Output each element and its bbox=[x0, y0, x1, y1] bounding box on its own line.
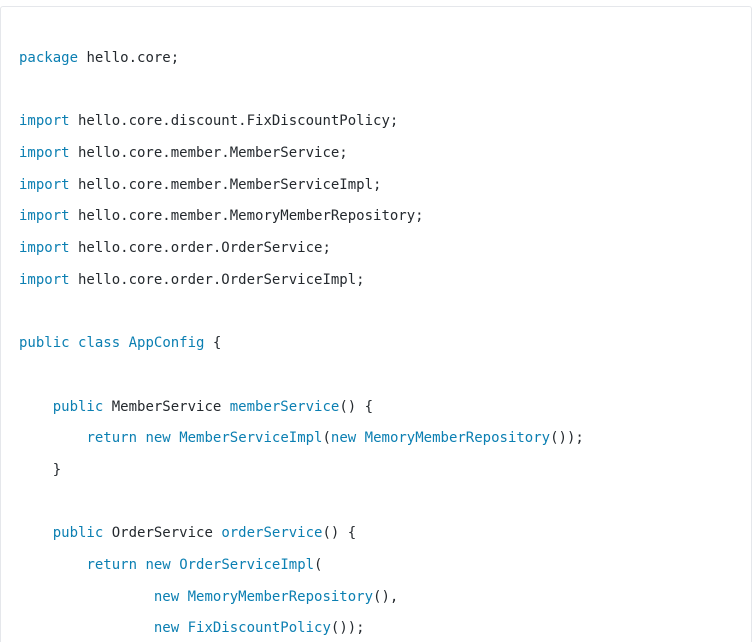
code-line: return new OrderServiceImpl( bbox=[19, 550, 584, 582]
code-token-func: orderService bbox=[221, 525, 323, 542]
code-token-keyword: new bbox=[330, 430, 357, 447]
code-line: ​ bbox=[19, 360, 584, 392]
code-token-text: hello.core.order.OrderService; bbox=[69, 240, 331, 257]
code-token-type: MemberServiceImpl bbox=[179, 430, 323, 447]
code-token-keyword: return bbox=[86, 557, 138, 573]
code-line: import hello.core.member.MemoryMemberRep… bbox=[19, 201, 584, 233]
code-line: package hello.core; bbox=[19, 43, 584, 75]
code-token-keyword: import bbox=[19, 113, 70, 130]
code-line: import hello.core.order.OrderService; bbox=[19, 233, 584, 265]
code-token-text: hello.core; bbox=[78, 50, 180, 66]
code-line: ​ bbox=[19, 75, 584, 107]
code-token-keyword: new bbox=[153, 620, 180, 637]
code-token-keyword: new bbox=[145, 557, 171, 573]
code-token-keyword: import bbox=[19, 240, 70, 257]
code-token-keyword: import bbox=[19, 208, 70, 225]
code-line: import hello.core.order.OrderServiceImpl… bbox=[19, 265, 584, 297]
code-token-text: } bbox=[19, 461, 62, 478]
code-token-text bbox=[171, 557, 179, 573]
code-token-type: MemoryMemberRepository bbox=[364, 430, 551, 447]
code-token-text: ( bbox=[314, 557, 323, 573]
code-token-text: (), bbox=[373, 588, 399, 605]
code-token-text: hello.core.member.MemberServiceImpl; bbox=[69, 176, 382, 193]
code-token-keyword: import bbox=[19, 271, 70, 288]
code-token-keyword: public bbox=[19, 335, 70, 352]
code-token-func: memberService bbox=[229, 398, 340, 415]
code-token-text: () { bbox=[339, 398, 374, 415]
code-line: new FixDiscountPolicy()); bbox=[19, 613, 584, 642]
code-token-text bbox=[19, 525, 53, 541]
code-token-keyword: package bbox=[19, 50, 79, 66]
code-token-text: ()); bbox=[330, 620, 365, 637]
code-line: public class AppConfig { bbox=[19, 328, 584, 360]
code-token-text: OrderService bbox=[103, 525, 222, 542]
code-token-text: hello.core.order.OrderServiceImpl; bbox=[69, 271, 365, 288]
code-token-type: OrderServiceImpl bbox=[179, 557, 315, 573]
code-token-keyword: class bbox=[78, 335, 121, 352]
code-token-text bbox=[179, 620, 187, 636]
code-token-text: hello.core.member.MemberService; bbox=[69, 145, 348, 162]
code-token-text bbox=[356, 430, 364, 446]
code-token-text: MemberService bbox=[103, 398, 230, 415]
code-token-keyword: new bbox=[145, 430, 171, 447]
code-token-keyword: public bbox=[52, 525, 104, 542]
code-token-text bbox=[19, 557, 86, 573]
code-token-text: () { bbox=[322, 525, 357, 542]
code-block: package hello.core;​import hello.core.di… bbox=[0, 6, 752, 642]
code-line: } bbox=[19, 455, 584, 487]
code-token-text: ( bbox=[322, 430, 331, 447]
code-token-text: hello.core.member.MemoryMemberRepository… bbox=[69, 208, 424, 225]
code-token-text bbox=[120, 335, 128, 351]
code-token-type: AppConfig bbox=[128, 335, 205, 352]
code-token-text bbox=[19, 620, 154, 636]
code-token-text: hello.core.discount.FixDiscountPolicy; bbox=[69, 113, 399, 130]
code-token-text: { bbox=[204, 335, 222, 352]
code-token-text bbox=[171, 430, 179, 446]
code-token-keyword: import bbox=[19, 145, 70, 162]
code-line: ​ bbox=[19, 297, 584, 329]
code-line: ​ bbox=[19, 487, 584, 519]
code-token-text bbox=[19, 430, 86, 446]
code-line: public OrderService orderService() { bbox=[19, 518, 584, 550]
code-line: import hello.core.member.MemberServiceIm… bbox=[19, 170, 584, 202]
code-token-type: FixDiscountPolicy bbox=[187, 620, 331, 637]
code-token-keyword: public bbox=[52, 398, 104, 415]
code-token-keyword: new bbox=[153, 588, 180, 605]
code-line: import hello.core.discount.FixDiscountPo… bbox=[19, 106, 584, 138]
code-token-text bbox=[19, 589, 154, 605]
code-token-text bbox=[19, 399, 53, 415]
code-line: public MemberService memberService() { bbox=[19, 392, 584, 424]
code-line: return new MemberServiceImpl(new MemoryM… bbox=[19, 423, 584, 455]
code-token-text bbox=[179, 589, 187, 605]
code-line: new MemoryMemberRepository(), bbox=[19, 582, 584, 614]
code-token-keyword: import bbox=[19, 176, 70, 193]
code-token-text: ()); bbox=[550, 430, 584, 447]
code-token-keyword: return bbox=[86, 430, 138, 447]
code-line: import hello.core.member.MemberService; bbox=[19, 138, 584, 170]
code-content[interactable]: package hello.core;​import hello.core.di… bbox=[19, 43, 584, 642]
code-token-type: MemoryMemberRepository bbox=[187, 588, 374, 605]
code-token-text bbox=[70, 335, 78, 351]
